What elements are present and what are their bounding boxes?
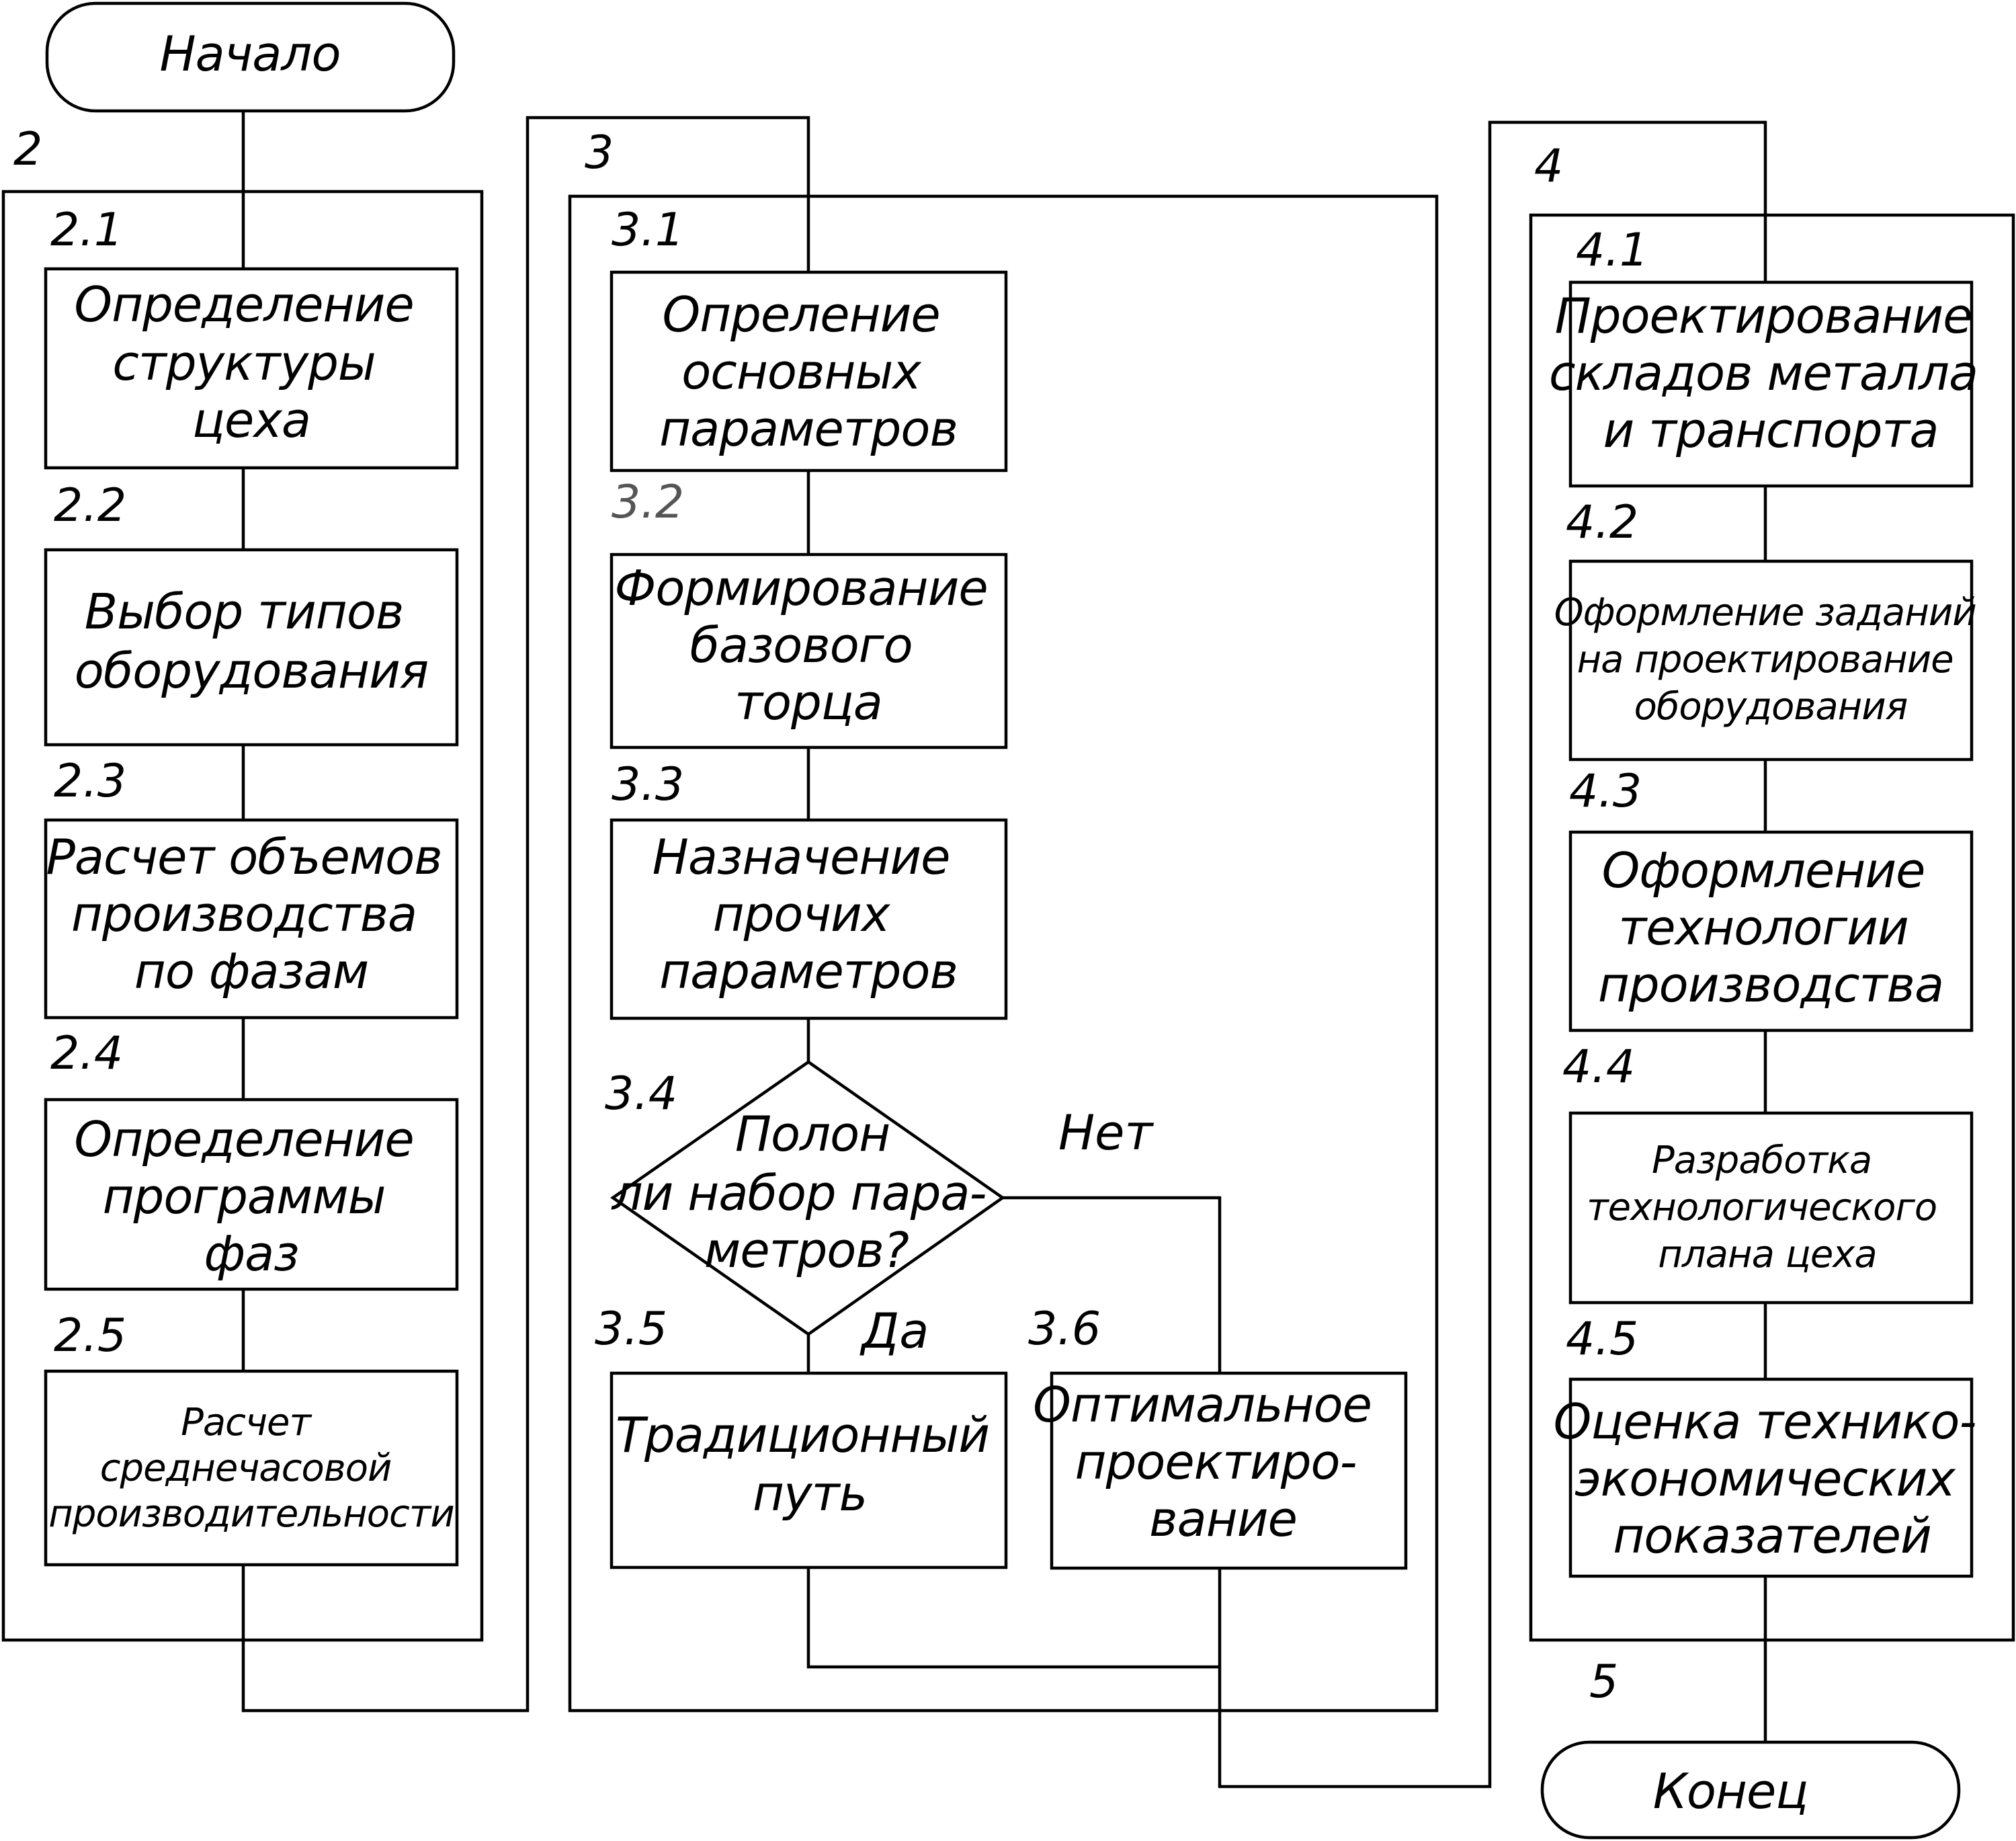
flow-line: [1003, 1196, 1222, 1373]
step-text: Традиционный путь: [616, 1407, 1004, 1522]
step-3-3: 3.3 Назначение прочих параметров: [610, 758, 1008, 1020]
step-number: 4.4: [1562, 1040, 1635, 1094]
step-2-5: 2.5 Расчет среднечасовой производительно…: [44, 1309, 459, 1567]
step-2-1: 2.1 Определение структуры цеха: [44, 204, 459, 470]
group-frame-2: [1, 190, 484, 1642]
step-2-3: 2.3 Расчет объемов производства по фазам: [44, 755, 459, 1020]
flow-line: [806, 1567, 1220, 1669]
step-number: 3.2: [612, 476, 684, 529]
step-number: 2.5: [54, 1309, 126, 1362]
step-3-4-decision: 3.4 Полон ли набор пара- метров? Нет Да: [605, 1060, 1154, 1359]
flow-line: [1218, 120, 1767, 1789]
step-4-3: 4.3 Оформление технологии производства: [1568, 765, 1974, 1032]
step-number: 3.5: [595, 1303, 667, 1356]
step-number: 3.6: [1028, 1303, 1101, 1356]
step-number: 4.2: [1566, 496, 1638, 549]
step-2-4: 2.4 Определение программы фаз: [44, 1027, 459, 1291]
group-frame-4: [1529, 213, 2015, 1642]
step-number: 2.4: [50, 1027, 123, 1080]
decision-text: Полон ли набор пара- метров?: [611, 1106, 1001, 1278]
group-label-3: 3: [585, 126, 614, 179]
start-label: Начало: [160, 26, 341, 82]
step-number: 4.3: [1569, 765, 1642, 818]
step-4-1: 4.1 Проектирование складов металла и тра…: [1549, 224, 1992, 488]
step-text: Проектирование складов металла и транспо…: [1549, 288, 1992, 458]
step-text: Назначение прочих параметров: [653, 829, 965, 999]
step-number: 2.1: [50, 204, 123, 257]
step-text: Оформление технологии производства: [1598, 842, 1943, 1013]
step-number: 3.1: [612, 204, 684, 257]
step-number: 3.3: [612, 758, 684, 811]
step-text: Оформление заданий на проектирование обо…: [1554, 591, 1988, 729]
step-4-4: 4.4 Разработка технологического плана це…: [1562, 1040, 1974, 1305]
step-number: 3.4: [605, 1067, 677, 1120]
branch-yes-label: Да: [859, 1303, 929, 1359]
start-terminal: Начало: [45, 1, 456, 113]
step-text: Расчет среднечасовой производительности: [48, 1401, 454, 1536]
step-text: Оценка технико- экономических показателе…: [1554, 1393, 1991, 1564]
step-text: Опреление основных параметров: [659, 286, 958, 457]
step-3-1: 3.1 Опреление основных параметров: [610, 204, 1008, 473]
step-2-2: 2.2 Выбор типов оборудования: [44, 479, 459, 747]
end-label: Конец: [1653, 1763, 1808, 1819]
group-frame-3: [568, 194, 1439, 1713]
step-number: 2.2: [54, 479, 126, 532]
step-text: Выбор типов оборудования: [75, 583, 428, 699]
step-text: Формирование базового торца: [614, 560, 1002, 731]
step-text: Оптимальное проектиро- вание: [1033, 1377, 1386, 1547]
step-text: Разработка технологического плана цеха: [1587, 1139, 1948, 1276]
branch-no-label: Нет: [1058, 1104, 1154, 1161]
step-text: Расчет объемов производства по фазам: [46, 829, 456, 999]
step-number: 4.5: [1566, 1313, 1638, 1366]
step-4-5: 4.5 Оценка технико- экономических показа…: [1554, 1313, 1991, 1578]
step-3-6: 3.6 Оптимальное проектиро- вание: [1028, 1303, 1408, 1570]
end-terminal: Конец: [1540, 1740, 1961, 1840]
step-4-2: 4.2 Оформление заданий на проектирование…: [1554, 496, 1988, 762]
connectors: [241, 111, 1767, 1789]
step-3-5: 3.5 Традиционный путь: [595, 1303, 1008, 1569]
step-text: Определение структуры цеха: [74, 276, 428, 448]
step-number: 4.1: [1576, 224, 1648, 277]
step-3-2: 3.2 Формирование базового торца: [610, 476, 1008, 749]
step-text: Определение программы фаз: [74, 1111, 428, 1282]
step-number: 2.3: [54, 755, 126, 808]
flow-line: [241, 116, 810, 1713]
group-label-5: 5: [1589, 1655, 1618, 1709]
group-label-2: 2: [13, 123, 42, 176]
group-label-4: 4: [1534, 140, 1563, 193]
